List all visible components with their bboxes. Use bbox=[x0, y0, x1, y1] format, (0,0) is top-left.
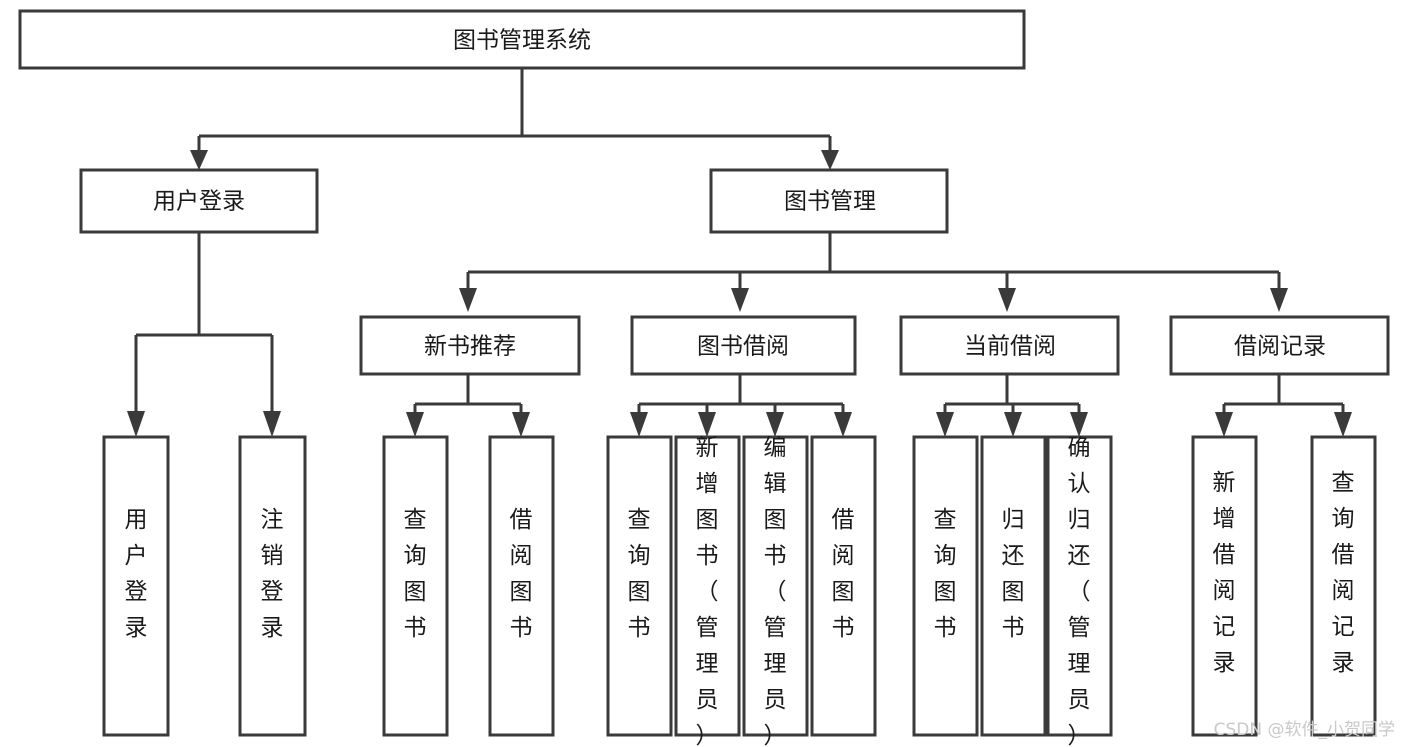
leaf-cb-query-book[interactable]: 查询图书 bbox=[912, 435, 979, 737]
arrow-head-leaf-br-2 bbox=[1334, 412, 1352, 437]
node-book-management[interactable]: 图书管理 bbox=[709, 168, 949, 234]
leaf-bb-edit-book-admin-label: 编辑图书（管理员） bbox=[764, 435, 787, 747]
node-user-login-label: 用户登录 bbox=[153, 189, 245, 215]
leaf-cb-return-book-box bbox=[980, 435, 1047, 737]
node-book-borrow-label: 图书借阅 bbox=[697, 334, 789, 360]
node-new-book-recommend-label: 新书推荐 bbox=[424, 334, 516, 360]
node-book-management-box bbox=[709, 168, 949, 234]
leaf-nb-query-book[interactable]: 查询图书 bbox=[382, 435, 449, 737]
leaf-cb-return-book[interactable]: 归还图书 bbox=[980, 435, 1047, 737]
node-user-login[interactable]: 用户登录 bbox=[79, 168, 319, 234]
arrow-head-leaf-nb-2 bbox=[512, 412, 530, 437]
node-borrow-record-label: 借阅记录 bbox=[1234, 334, 1326, 360]
leaf-logout[interactable]: 注销登录 bbox=[238, 435, 307, 737]
arrow-head-leaf-br-1 bbox=[1215, 412, 1233, 437]
arrow-head-leaf-bb-4 bbox=[834, 412, 852, 437]
leaf-user-login-box bbox=[102, 435, 170, 737]
arrow-head-leaf-logout bbox=[263, 411, 281, 437]
arrow-head-newbook bbox=[459, 288, 477, 312]
leaf-bb-add-book-admin[interactable]: 新增图书（管理员） bbox=[674, 435, 741, 747]
leaf-cb-query-book-label: 查询图书 bbox=[934, 507, 957, 641]
arrow-head-userlogin bbox=[190, 150, 208, 170]
leaf-br-query-record[interactable]: 查询借阅记录 bbox=[1310, 435, 1377, 737]
leaf-cb-confirm-return-admin[interactable]: 确认归还（管理员） bbox=[1046, 435, 1113, 747]
leaf-bb-query-book-box bbox=[606, 435, 673, 737]
arrow-head-bookmgmt bbox=[821, 150, 839, 170]
node-root-box bbox=[18, 9, 1026, 70]
arrow-head-currentborrow bbox=[998, 288, 1016, 312]
node-book-management-label: 图书管理 bbox=[784, 189, 876, 215]
leaf-user-login[interactable]: 用户登录 bbox=[102, 435, 170, 737]
leaf-nb-query-book-box bbox=[382, 435, 449, 737]
leaf-logout-label: 注销登录 bbox=[261, 507, 284, 641]
leaf-cb-return-book-label: 归还图书 bbox=[1002, 507, 1025, 641]
leaf-bb-borrow-book-box bbox=[810, 435, 877, 737]
leaf-nb-borrow-book-box bbox=[488, 435, 555, 737]
leaf-nb-query-book-label: 查询图书 bbox=[404, 507, 427, 641]
node-current-borrow-label: 当前借阅 bbox=[964, 334, 1056, 360]
arrow-head-borrowbook bbox=[731, 288, 749, 312]
leaf-bb-edit-book-admin[interactable]: 编辑图书（管理员） bbox=[742, 435, 809, 747]
leaf-bb-borrow-book-label: 借阅图书 bbox=[832, 507, 855, 641]
node-new-book-recommend-box bbox=[359, 315, 581, 376]
leaf-br-add-record[interactable]: 新增借阅记录 bbox=[1191, 435, 1258, 737]
leaf-nb-borrow-book[interactable]: 借阅图书 bbox=[488, 435, 555, 737]
leaf-br-query-record-box bbox=[1310, 435, 1377, 737]
node-root-system[interactable]: 图书管理系统 bbox=[18, 9, 1026, 70]
node-book-borrow[interactable]: 图书借阅 bbox=[630, 315, 857, 376]
leaf-br-query-record-label: 查询借阅记录 bbox=[1332, 470, 1355, 676]
leaf-logout-box bbox=[238, 435, 307, 737]
arrow-head-borrowrecord bbox=[1270, 288, 1288, 312]
arrow-head-leaf-bb-1 bbox=[630, 412, 648, 437]
leaf-nb-borrow-book-label: 借阅图书 bbox=[510, 507, 533, 641]
leaf-br-add-record-label: 新增借阅记录 bbox=[1213, 470, 1236, 676]
leaf-cb-confirm-return-admin-box bbox=[1046, 435, 1113, 737]
node-current-borrow[interactable]: 当前借阅 bbox=[899, 315, 1120, 376]
node-new-book-recommend[interactable]: 新书推荐 bbox=[359, 315, 581, 376]
node-root-label: 图书管理系统 bbox=[453, 28, 591, 54]
arrow-head-leaf-cb-3 bbox=[1070, 412, 1088, 437]
leaf-user-login-label: 用户登录 bbox=[125, 507, 148, 641]
leaf-cb-query-book-box bbox=[912, 435, 979, 737]
leaf-bb-query-book-label: 查询图书 bbox=[628, 507, 651, 641]
node-user-login-box bbox=[79, 168, 319, 234]
leaf-br-add-record-box bbox=[1191, 435, 1258, 737]
leaf-bb-query-book[interactable]: 查询图书 bbox=[606, 435, 673, 737]
leaf-bb-add-book-admin-label: 新增图书（管理员） bbox=[696, 435, 719, 747]
node-borrow-record[interactable]: 借阅记录 bbox=[1169, 315, 1390, 376]
node-current-borrow-box bbox=[899, 315, 1120, 376]
arrow-head-leaf-bb-3 bbox=[766, 412, 784, 437]
leaf-cb-confirm-return-admin-label: 确认归还（管理员） bbox=[1068, 435, 1091, 747]
arrow-head-leaf-cb-1 bbox=[936, 412, 954, 437]
leaf-bb-add-book-admin-box bbox=[674, 435, 741, 737]
leaf-bb-edit-book-admin-box bbox=[742, 435, 809, 737]
leaf-bb-borrow-book[interactable]: 借阅图书 bbox=[810, 435, 877, 737]
node-book-borrow-box bbox=[630, 315, 857, 376]
arrow-head-leaf-cb-2 bbox=[1004, 412, 1022, 437]
arrow-head-leaf-user-login bbox=[127, 411, 145, 437]
connector-layer bbox=[127, 68, 1352, 437]
arrow-head-leaf-bb-2 bbox=[698, 412, 716, 437]
node-borrow-record-box bbox=[1169, 315, 1390, 376]
arrow-head-leaf-nb-1 bbox=[406, 412, 424, 437]
